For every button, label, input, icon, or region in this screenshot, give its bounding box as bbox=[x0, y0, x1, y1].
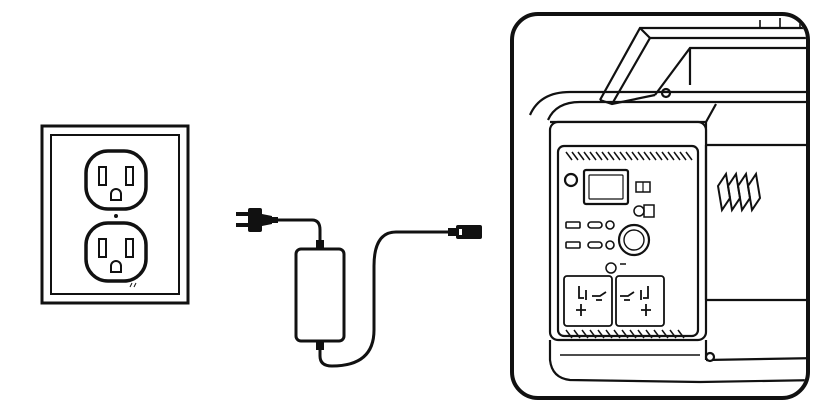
dc-input-port-icon bbox=[617, 223, 651, 257]
power-button-icon bbox=[563, 172, 579, 188]
dc-connector-icon bbox=[448, 225, 482, 239]
outlet-screw bbox=[114, 214, 118, 218]
wall-outlet-icon bbox=[40, 124, 190, 305]
ac-adapter-cable-icon bbox=[236, 208, 482, 368]
power-adapter-brick bbox=[294, 247, 346, 343]
lcd-display-icon bbox=[582, 168, 630, 206]
ac-outlets-icon bbox=[563, 275, 665, 327]
side-vent-icon bbox=[716, 171, 762, 213]
wall-plug-icon bbox=[236, 208, 278, 232]
usb-ports-icon bbox=[565, 220, 615, 250]
outlet-receptacle-top bbox=[84, 149, 148, 211]
outlet-receptacle-bottom bbox=[84, 221, 148, 283]
portable-power-station-icon bbox=[510, 12, 810, 400]
carry-handle bbox=[599, 18, 806, 106]
front-vent-top bbox=[565, 151, 693, 161]
front-vent-bottom bbox=[565, 329, 685, 339]
